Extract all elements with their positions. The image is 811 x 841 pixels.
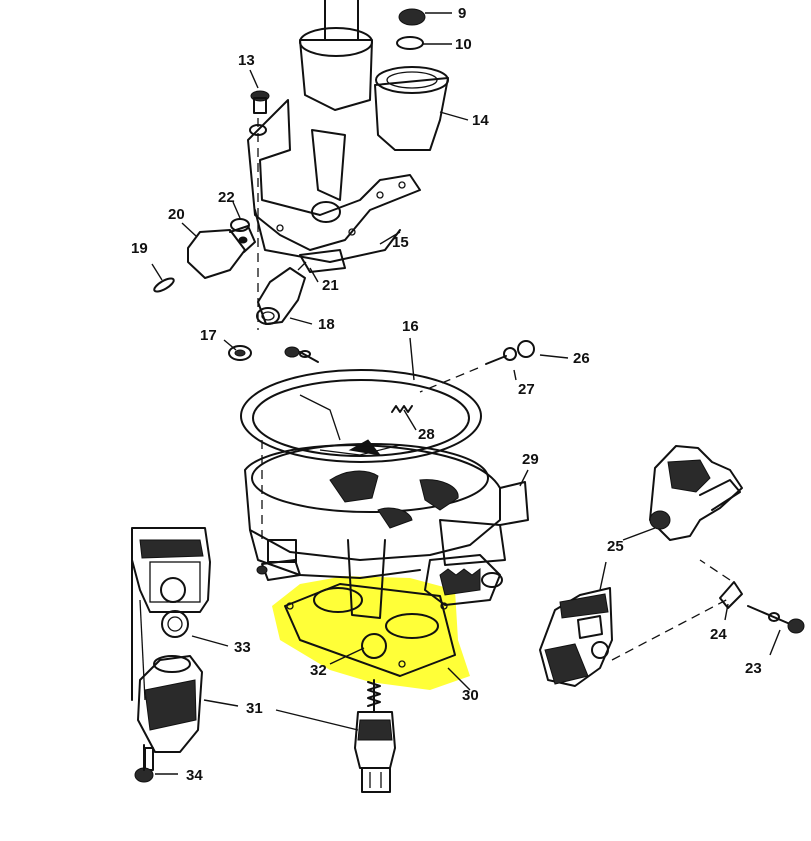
callout-24: 24 bbox=[710, 626, 727, 643]
throttle-position-sensor-25 bbox=[649, 445, 743, 541]
callout-23: 23 bbox=[745, 660, 762, 677]
fitting-18 bbox=[228, 261, 307, 361]
callout-18: 18 bbox=[318, 316, 335, 333]
callout-34: 34 bbox=[186, 767, 203, 784]
callout-26: 26 bbox=[573, 350, 590, 367]
throttle-body-gasket bbox=[240, 369, 482, 463]
callout-30: 30 bbox=[462, 687, 479, 704]
callout-32: 32 bbox=[310, 662, 327, 679]
highlighted-flange-gasket bbox=[272, 576, 470, 690]
fuel-meter-body bbox=[247, 0, 449, 273]
callout-28: 28 bbox=[418, 426, 435, 443]
callout-25: 25 bbox=[607, 538, 624, 555]
callout-19: 19 bbox=[131, 240, 148, 257]
screw-13 bbox=[249, 90, 270, 330]
bracket-assembly-33 bbox=[131, 527, 211, 701]
sensor-31-center bbox=[354, 679, 396, 793]
callout-13: 13 bbox=[238, 52, 255, 69]
callout-33: 33 bbox=[234, 639, 251, 656]
bolt-34 bbox=[134, 744, 154, 783]
callout-29: 29 bbox=[522, 451, 539, 468]
callout-22: 22 bbox=[218, 189, 235, 206]
screw-27 bbox=[419, 340, 535, 393]
callout-27: 27 bbox=[518, 381, 535, 398]
callout-16: 16 bbox=[402, 318, 419, 335]
callout-10: 10 bbox=[455, 36, 472, 53]
idle-air-control-assembly bbox=[539, 559, 743, 687]
callout-17: 17 bbox=[200, 327, 217, 344]
fitting-20 bbox=[153, 218, 256, 293]
bolt-upper-left bbox=[284, 346, 319, 363]
spring-28 bbox=[391, 405, 413, 413]
callout-14: 14 bbox=[472, 112, 489, 129]
screw-23 bbox=[747, 605, 805, 634]
highlight-region bbox=[272, 576, 470, 690]
callout-21: 21 bbox=[322, 277, 339, 294]
throttle-body bbox=[244, 440, 529, 619]
cap-nut-and-oring bbox=[396, 8, 426, 50]
callout-labels: 9 10 13 14 15 16 17 18 19 20 21 22 23 24… bbox=[131, 5, 762, 784]
callout-9: 9 bbox=[458, 5, 466, 22]
sensor-31-left bbox=[137, 655, 203, 771]
callout-20: 20 bbox=[168, 206, 185, 223]
leader-lines bbox=[151, 12, 781, 775]
callout-31: 31 bbox=[246, 700, 263, 717]
callout-15: 15 bbox=[392, 234, 409, 251]
